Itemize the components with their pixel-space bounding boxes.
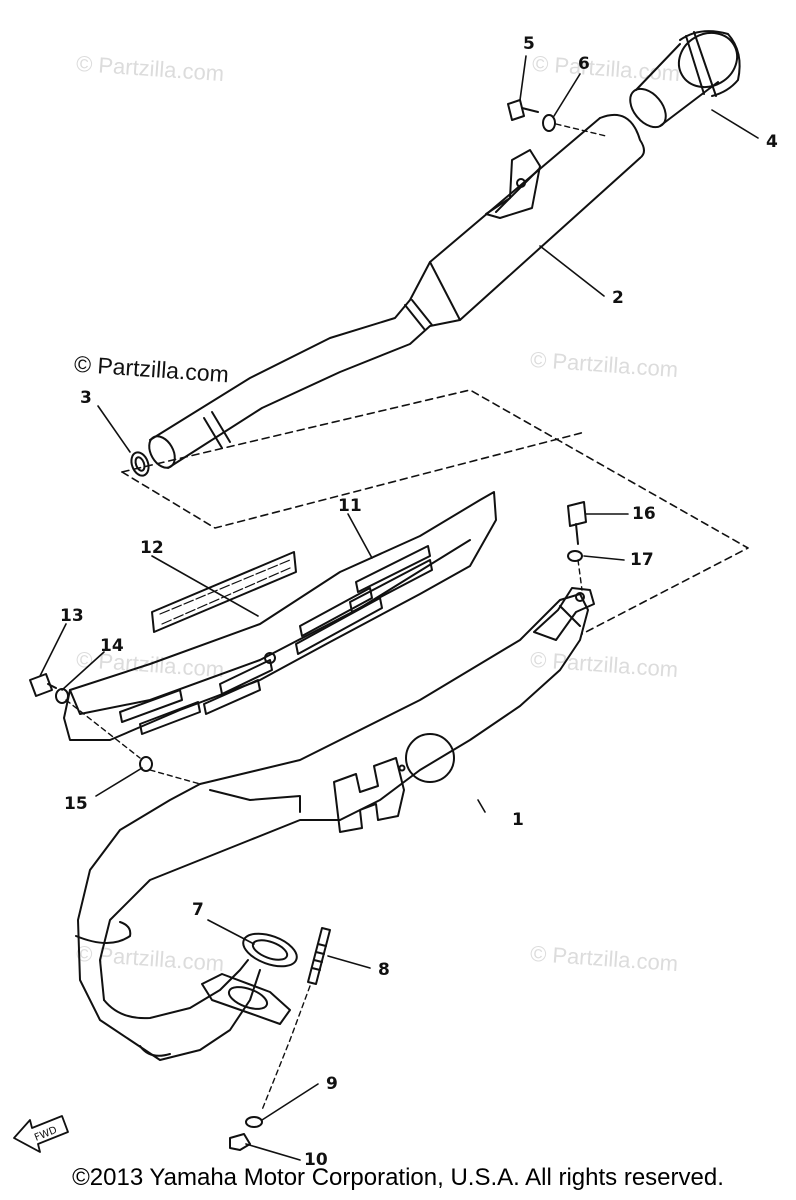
callout-1: 1	[512, 810, 524, 830]
callout-3: 3	[80, 388, 92, 408]
assembly-guide-line	[121, 389, 749, 635]
callout-7: 7	[192, 900, 204, 920]
callout-8: 8	[378, 960, 390, 980]
callout-16: 16	[632, 504, 656, 524]
bolt-and-washer-right	[567, 501, 587, 591]
expansion-chamber	[75, 587, 595, 1061]
callout-9: 9	[326, 1074, 338, 1094]
bolt-and-washer-top	[507, 99, 607, 137]
callout-15: 15	[64, 794, 88, 814]
exhaust-gasket	[242, 932, 298, 968]
callout-10: 10	[304, 1150, 328, 1170]
callout-4: 4	[766, 132, 778, 152]
callout-12: 12	[140, 538, 164, 558]
callout-6: 6	[578, 54, 590, 74]
heat-protector	[63, 491, 497, 741]
leader-lines	[39, 55, 759, 1161]
callout-2: 2	[612, 288, 624, 308]
callout-5: 5	[523, 34, 535, 54]
washer-and-nut-bottom	[229, 1116, 263, 1151]
gasket-ring	[130, 451, 150, 477]
callout-17: 17	[630, 550, 654, 570]
callout-13: 13	[60, 606, 84, 626]
assembly-guide-line	[121, 431, 586, 529]
tail-end-cap	[629, 30, 741, 129]
exhaust-flange	[201, 973, 291, 1025]
callout-14: 14	[100, 636, 124, 656]
label-decal	[151, 551, 297, 633]
callout-11: 11	[338, 496, 362, 516]
copyright-footer: ©2013 Yamaha Motor Corporation, U.S.A. A…	[72, 1164, 724, 1191]
stud-bolt	[261, 927, 331, 1111]
forward-direction-arrow: FWD	[13, 1115, 69, 1153]
silencer-muffler	[148, 113, 645, 469]
